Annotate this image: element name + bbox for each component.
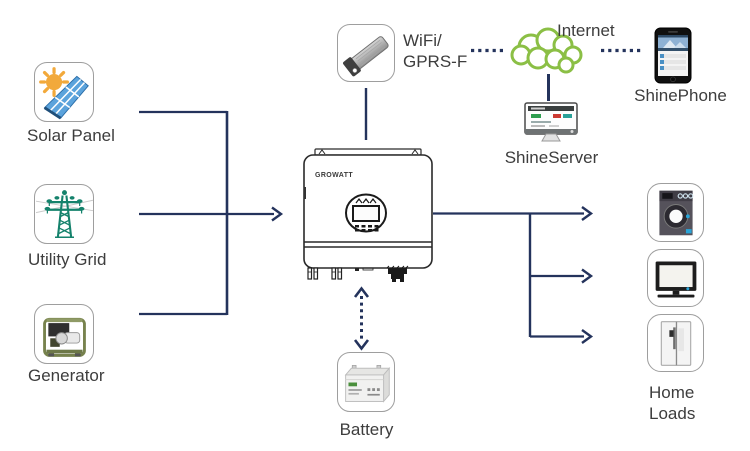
connector-branch-fridge-arrow xyxy=(530,329,594,344)
cloud-glyph xyxy=(510,27,583,74)
shine-phone-label: ShinePhone xyxy=(634,86,727,105)
wifi-module-icon xyxy=(337,24,395,82)
wifi-module-label: WiFi/ GPRS-F xyxy=(403,30,467,72)
washing-machine-glyph xyxy=(658,190,693,235)
home-loads-label: Home Loads xyxy=(649,382,695,424)
solar-panel-glyph xyxy=(38,66,89,119)
shine-server-icon xyxy=(523,102,579,144)
tv-icon xyxy=(647,249,704,307)
connector-branch-tv-arrow xyxy=(530,268,594,284)
internet-label: Internet xyxy=(557,21,615,40)
home-loads-label-line2: Loads xyxy=(649,404,696,423)
battery-label: Battery xyxy=(339,420,394,439)
solar-panel-label: Solar Panel xyxy=(27,126,115,145)
fridge-icon xyxy=(647,314,704,372)
internet-cloud-icon xyxy=(503,25,593,77)
utility-grid-label: Utility Grid xyxy=(28,250,107,269)
connector-inverter-to-washer-arrow xyxy=(433,206,594,221)
battery-icon xyxy=(337,352,395,412)
solar-panel-icon xyxy=(34,62,94,122)
washing-machine-icon xyxy=(647,183,704,242)
battery-glyph xyxy=(344,364,390,403)
utility-grid-icon xyxy=(34,184,94,244)
server-monitor-glyph xyxy=(524,102,578,142)
inverter-brand-logo: GROWATT xyxy=(315,172,353,179)
tv-glyph xyxy=(655,260,696,297)
generator-glyph xyxy=(42,317,86,357)
home-loads-label-line1: Home xyxy=(649,383,695,402)
wifi-stick-glyph xyxy=(342,35,389,76)
connector-bus-to-inverter-arrow xyxy=(139,206,284,222)
fridge-glyph xyxy=(660,320,691,366)
smartphone-glyph xyxy=(654,27,692,84)
inverter: GROWATT xyxy=(303,147,433,283)
shine-server-label: ShineServer xyxy=(504,148,599,167)
inverter-glyph: GROWATT xyxy=(303,148,433,282)
connector-inverter-battery-dotted-arrow xyxy=(353,286,370,351)
wifi-label-line1: WiFi/ xyxy=(403,31,442,50)
utility-grid-glyph xyxy=(35,189,93,238)
wifi-label-line2: GPRS-F xyxy=(403,52,468,71)
generator-label: Generator xyxy=(28,366,105,385)
shine-phone-icon xyxy=(654,27,692,84)
generator-icon xyxy=(34,304,94,364)
